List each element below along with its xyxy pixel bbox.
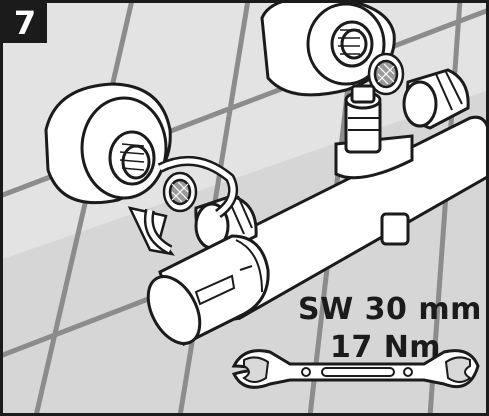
central-valve <box>334 84 414 180</box>
thermostat-handle <box>146 234 270 347</box>
torque-label: 17 Nm <box>330 330 442 365</box>
open-end-wrench-icon <box>231 349 480 389</box>
wall-rosette-top <box>260 0 396 97</box>
filter-screen-right <box>367 52 405 96</box>
rotation-arrow-icon <box>127 156 238 256</box>
union-nut-right <box>402 68 470 130</box>
wrench-size-label: SW 30 mm <box>298 292 482 327</box>
step-number-badge: 7 <box>3 3 47 43</box>
filter-screen-left <box>162 171 198 213</box>
wall-rosette-left <box>44 82 172 205</box>
